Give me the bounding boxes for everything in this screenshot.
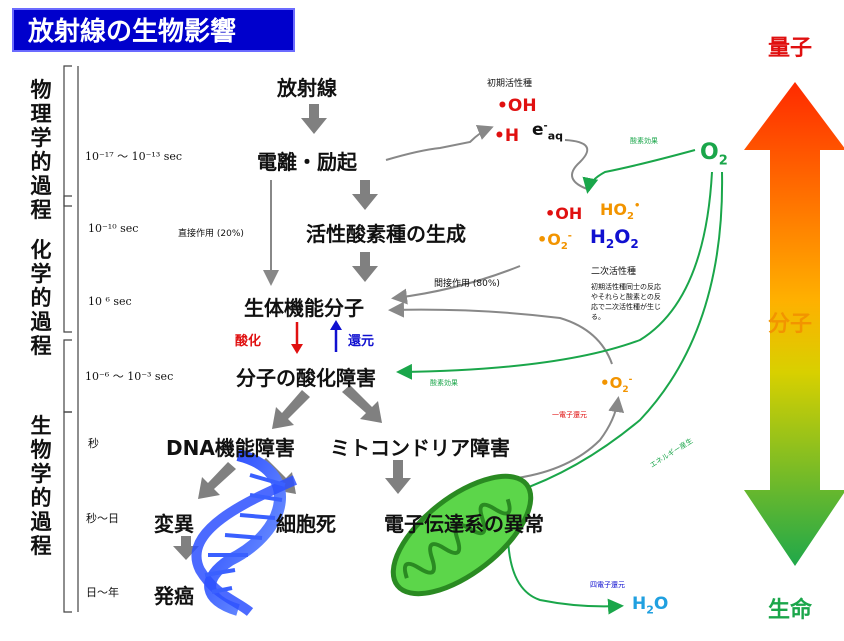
species-eaq: e-aq (532, 120, 563, 143)
scale-label-life: 生命 (768, 598, 813, 623)
label-secondary-desc: 初期活性種同士の反応やそれらと酸素との反応で二次活性種が生じる。 (591, 283, 661, 321)
label-four-electron: 四電子還元 (590, 581, 625, 589)
node-dna-damage: DNA機能障害 (166, 436, 295, 460)
node-radiation: 放射線 (277, 76, 337, 100)
time-label-6: 秒〜日 (86, 512, 119, 525)
species-o2: O2 (700, 140, 728, 169)
node-molecular-damage: 分子の酸化障害 (236, 366, 376, 390)
species-ho2: HO2• (600, 200, 641, 223)
arrow-damage-mito (342, 385, 382, 423)
time-label-3: 10 ⁶ sec (88, 295, 132, 308)
label-primary-radicals: 初期活性種 (487, 79, 533, 89)
label-secondary-radicals: 二次活性種 (591, 267, 637, 277)
arrow-radiation-ionization (301, 104, 327, 134)
arrow-mutation-cancer (173, 536, 199, 560)
node-etc-abnormality: 電子伝達系の異常 (384, 512, 544, 536)
scale-label-molecule: 分子 (768, 312, 813, 337)
stage-biological: 生物学的過程 (30, 414, 52, 558)
node-biomolecule: 生体機能分子 (244, 296, 364, 320)
arrow-ionization-ros (352, 180, 378, 210)
time-label-7: 日〜年 (86, 586, 119, 599)
time-label-4: 10⁻⁶ 〜 10⁻³ sec (85, 370, 174, 383)
label-reduction: 還元 (348, 334, 375, 349)
arrow-ros-biomolecule (352, 252, 378, 282)
node-mito-damage: ミトコンドリア障害 (330, 436, 510, 460)
time-label-2: 10⁻¹⁰ sec (88, 222, 139, 235)
node-cancer: 発癌 (154, 584, 194, 608)
species-oh-2: •OH (545, 204, 583, 223)
scale-arrow (744, 82, 844, 566)
species-oh: •OH (497, 96, 537, 116)
mitochondria-image (390, 473, 534, 597)
stage-physical: 物理学的過程 (30, 78, 52, 222)
stage-chemical: 化学的過程 (30, 238, 52, 358)
arrow-mito-etc (385, 460, 411, 494)
node-ros: 活性酸素種の生成 (306, 222, 466, 246)
scale-label-quantum: 量子 (768, 36, 813, 61)
label-direct-action: 直接作用 (20%) (178, 229, 244, 239)
node-ionization: 電離・励起 (257, 150, 357, 174)
node-mutation: 変異 (154, 512, 194, 536)
time-label-5: 秒 (88, 437, 99, 450)
label-one-electron: 一電子還元 (552, 411, 587, 419)
label-oxidation: 酸化 (235, 334, 262, 349)
page-title: 放射線の生物影響 (12, 8, 295, 52)
label-indirect-action: 間接作用 (80%) (434, 279, 500, 289)
label-oxygen-effect-2: 酸素効果 (430, 379, 458, 387)
species-h2o2: H2O2 (590, 226, 639, 251)
time-label-1: 10⁻¹⁷ 〜 10⁻¹³ sec (85, 150, 183, 163)
species-water: H2O (632, 594, 669, 617)
species-superoxide: •O2- (537, 230, 572, 253)
label-oxygen-effect-1: 酸素効果 (630, 137, 658, 145)
arrow-dna-mutation (198, 462, 236, 499)
dna-helix-image (191, 449, 298, 617)
species-h: •H (494, 126, 520, 146)
node-cell-death: 細胞死 (276, 512, 336, 536)
species-superoxide-2: •O2- (600, 374, 633, 395)
arrow-damage-dna (272, 390, 310, 429)
